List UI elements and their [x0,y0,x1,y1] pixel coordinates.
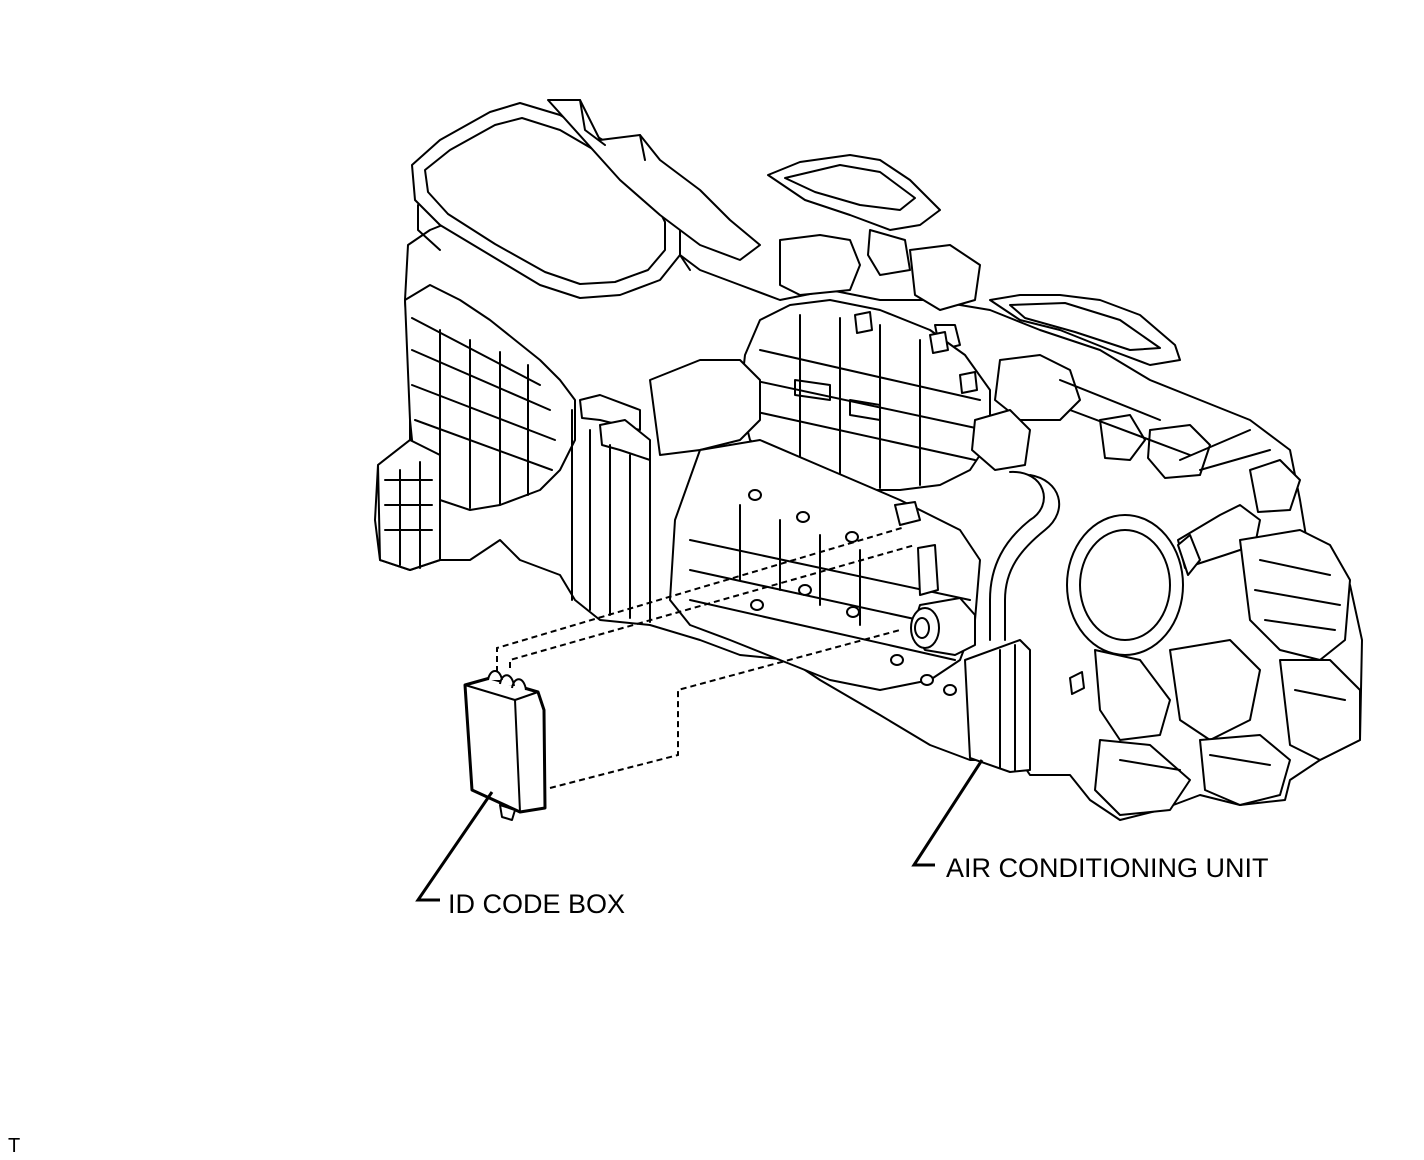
side-plate [649,359,761,456]
upper-duct-left [547,99,761,261]
blower-motor [1066,514,1184,656]
corner-mark: T [8,1135,20,1157]
id-code-box-drawing [463,670,547,821]
attachment-lines [496,526,916,789]
dashed-line-lower [549,629,901,789]
drain-hose [1004,474,1061,641]
leader-lines [415,759,984,902]
vent-outlet-right [989,294,1181,366]
id-code-box-body [463,676,547,814]
dashed-line-upper [496,526,906,672]
defroster-outlet [767,154,941,231]
leader-air-conditioning-unit [911,759,984,867]
dashed-line-middle [509,544,916,668]
air-conditioning-unit-drawing [374,99,1363,821]
evaporator-case [739,299,991,491]
label-id-code-box: ID CODE BOX [448,889,625,919]
bottom-panel [964,639,1031,773]
label-air-conditioning-unit: AIR CONDITIONING UNIT [946,853,1269,883]
leader-id-code-box [415,791,494,902]
